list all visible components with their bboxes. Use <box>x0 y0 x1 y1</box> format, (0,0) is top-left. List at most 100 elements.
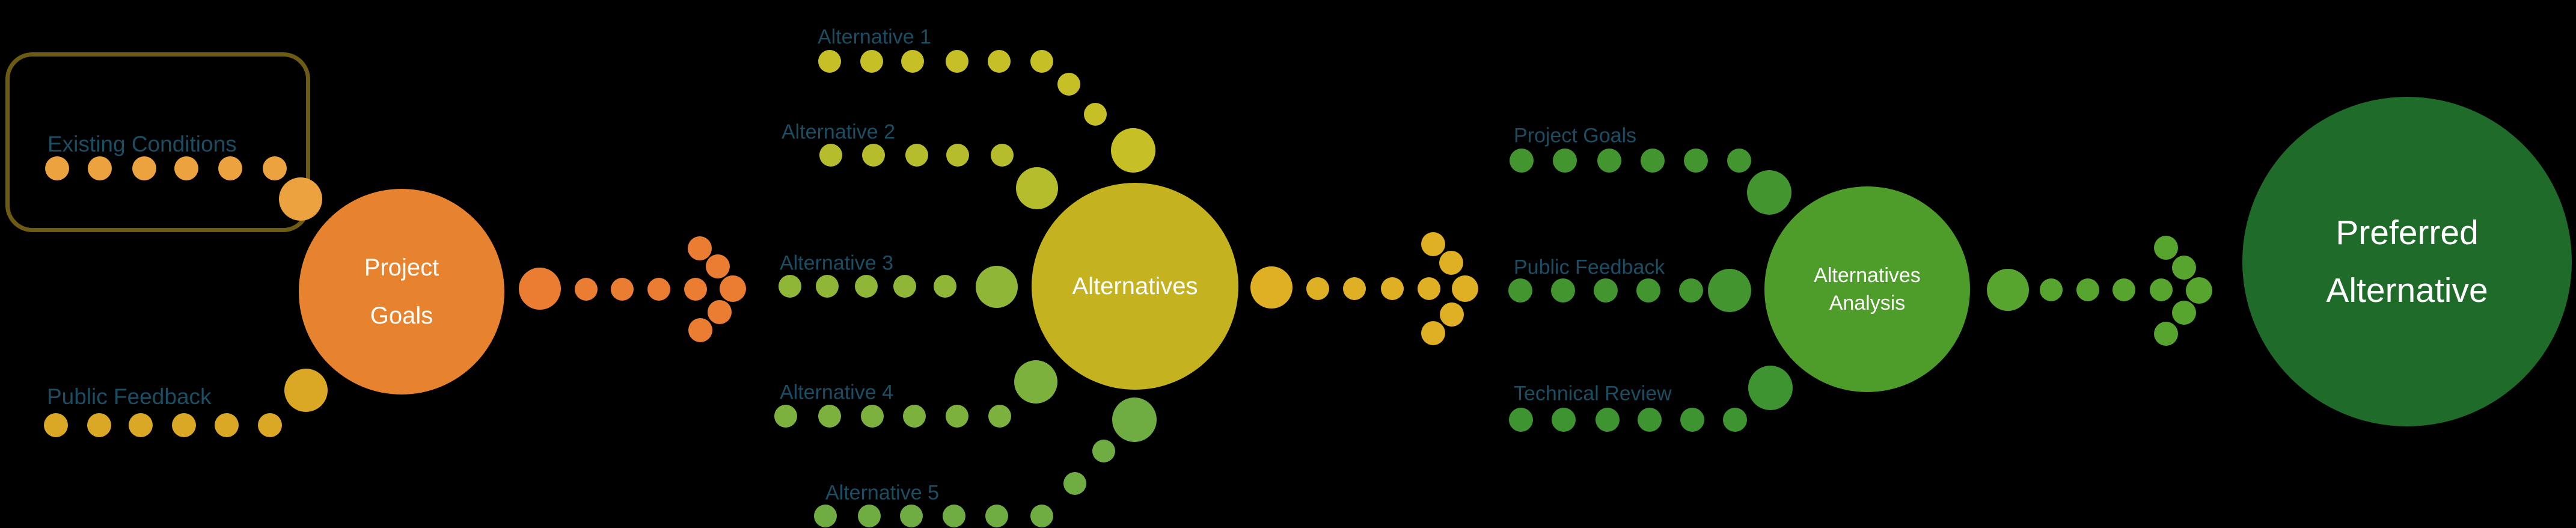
alternative-2-trail-dot <box>819 144 842 167</box>
public-feedback-2-trail-dot <box>1551 278 1575 302</box>
existing-conditions-trail-dot <box>279 177 322 221</box>
alternatives-analysis-circle-text: Analysis <box>1829 292 1906 315</box>
alternative-5-trail-dot <box>943 505 965 527</box>
alternative-3-trail-dot <box>893 275 916 298</box>
technical-review-trail-dot <box>1638 408 1662 432</box>
public-feedback-2-trail-dot <box>1594 278 1618 302</box>
existing-conditions-trail-dot <box>218 156 242 180</box>
goals-to-alternatives-arrow-dot <box>706 254 730 278</box>
alternative-1-trail-dot <box>860 50 883 73</box>
alternative-3-trail-dot <box>934 275 956 298</box>
existing-conditions-trail-dot <box>132 156 156 180</box>
project-goals-input-trail-dot <box>1747 170 1791 215</box>
public-feedback-trail-dot <box>87 413 111 437</box>
analysis-to-preferred-arrow-dot <box>2172 301 2196 325</box>
alternative-4-trail-dot <box>774 405 797 428</box>
alternative-1-trail-dot <box>1030 50 1053 73</box>
public-feedback-trail-dot <box>215 413 239 437</box>
public-feedback-label: Public Feedback <box>47 384 212 409</box>
alternative-1-trail-dot <box>901 50 924 73</box>
existing-conditions-trail-dot <box>88 156 112 180</box>
public-feedback-trail-dot <box>284 369 328 412</box>
project-goals-circle-text: Project <box>364 254 439 281</box>
alternatives-to-analysis-arrow-dot <box>1439 251 1463 275</box>
analysis-to-preferred-arrow-dot <box>2076 278 2099 301</box>
alternative-5-trail-dot <box>1092 440 1115 462</box>
existing-conditions-trail-dot <box>45 156 69 180</box>
alternatives-analysis-circle-text: Alternatives <box>1814 264 1921 287</box>
alternatives-to-analysis-arrow-dot <box>1343 277 1366 300</box>
public-feedback-2-label: Public Feedback <box>1514 256 1665 279</box>
existing-conditions-trail-dot <box>174 156 198 180</box>
goals-to-alternatives-arrow-dot <box>575 278 598 301</box>
alternative-4-label: Alternative 4 <box>780 381 893 404</box>
technical-review-trail-dot <box>1680 408 1704 432</box>
alternative-5-trail-dot <box>1112 398 1157 442</box>
goals-to-alternatives-arrow-dot <box>684 278 707 301</box>
alternatives-to-analysis-arrow-dot <box>1421 232 1445 256</box>
analysis-to-preferred-arrow-dot <box>2154 236 2178 260</box>
existing-conditions-highlight-box <box>5 52 310 232</box>
alternatives-to-analysis-arrow-dot <box>1381 277 1404 300</box>
technical-review-label: Technical Review <box>1514 382 1672 405</box>
alternative-1-trail-dot <box>946 50 968 73</box>
alternative-3-label: Alternative 3 <box>780 251 893 275</box>
alternative-1-trail-dot <box>818 50 841 73</box>
analysis-to-preferred-arrow-dot <box>2172 256 2196 280</box>
alternatives-to-analysis-arrow-dot <box>1440 302 1464 327</box>
alternative-1-trail-dot <box>1084 103 1107 126</box>
project-goals-input-trail-dot <box>1641 149 1665 173</box>
alternative-4-trail-dot <box>903 405 926 428</box>
alternative-4-trail-dot <box>818 405 841 428</box>
alternative-5-label: Alternative 5 <box>825 481 939 505</box>
alternative-3-trail-dot <box>779 275 801 298</box>
alternative-3-trail-dot <box>976 266 1018 308</box>
alternative-4-trail-dot <box>946 405 968 428</box>
public-feedback-2-trail-dot <box>1708 269 1751 312</box>
alternative-5-trail-dot <box>1063 472 1086 495</box>
alternatives-circle-text: Alternatives <box>1072 273 1198 299</box>
technical-review-trail-dot <box>1748 366 1793 410</box>
alternative-1-trail-dot <box>1111 128 1155 173</box>
technical-review-trail-dot <box>1723 408 1747 432</box>
goals-to-alternatives-arrow-dot <box>720 275 746 302</box>
alternative-1-label: Alternative 1 <box>818 25 931 49</box>
alternative-5-trail-dot <box>858 505 881 527</box>
analysis-to-preferred-arrow-dot <box>1987 269 2029 311</box>
public-feedback-trail-dot <box>172 413 196 437</box>
goals-to-alternatives-arrow-dot <box>708 300 732 324</box>
alternatives-to-analysis-arrow-dot <box>1452 275 1478 302</box>
technical-review-trail-dot <box>1595 408 1620 432</box>
public-feedback-2-trail-dot <box>1679 278 1703 302</box>
alternative-2-trail-dot <box>1016 167 1058 209</box>
project-goals-input-label: Project Goals <box>1514 124 1637 147</box>
alternative-3-trail-dot <box>855 275 878 298</box>
project-goals-input-trail-dot <box>1553 149 1577 173</box>
project-goals-input-trail-dot <box>1684 149 1708 173</box>
alternative-2-trail-dot <box>905 144 928 167</box>
analysis-to-preferred-arrow-dot <box>2113 278 2135 301</box>
goals-to-alternatives-arrow-dot <box>688 236 712 260</box>
alternative-4-trail-dot <box>861 405 884 428</box>
public-feedback-2-trail-dot <box>1636 278 1660 302</box>
alternative-2-trail-dot <box>991 144 1014 167</box>
analysis-to-preferred-arrow-dot <box>2150 278 2173 301</box>
project-goals-input-trail-dot <box>1510 149 1534 173</box>
alternative-5-trail-dot <box>1030 505 1053 527</box>
existing-conditions-label: Existing Conditions <box>47 132 237 156</box>
project-goals-input-trail-dot <box>1727 149 1751 173</box>
analysis-to-preferred-arrow-dot <box>2040 278 2063 301</box>
project-goals-circle-text: Goals <box>370 302 433 329</box>
alternative-2-trail-dot <box>946 144 969 167</box>
alternatives-to-analysis-arrow-dot <box>1250 266 1293 309</box>
preferred-alternative-circle-text: Preferred <box>2336 213 2479 252</box>
alternative-2-label: Alternative 2 <box>782 120 895 144</box>
alternatives-to-analysis-arrow-dot <box>1418 277 1440 300</box>
existing-conditions-trail-dot <box>263 156 287 180</box>
public-feedback-trail-dot <box>258 413 282 437</box>
alternative-1-trail-dot <box>1057 73 1080 96</box>
